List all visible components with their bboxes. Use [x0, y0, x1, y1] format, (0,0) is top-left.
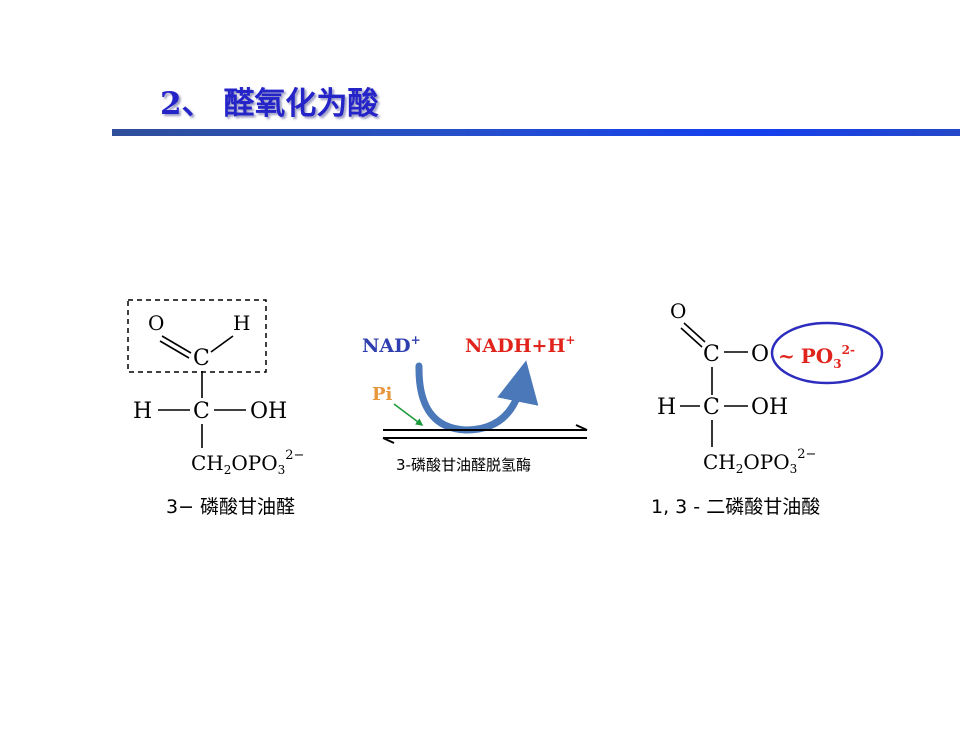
product-name: 1, 3 - 二磷酸甘油酸 [651, 496, 820, 518]
product-carbon-1: C [703, 342, 720, 367]
product-oxygen-top: O [670, 299, 686, 323]
reactant-phosphate-group: CH2OPO32− [191, 448, 304, 477]
product-phosphate-group: CH2OPO32− [703, 447, 816, 476]
phosphate-highlight-ellipse [770, 321, 884, 385]
enzyme-name: 3-磷酸甘油醛脱氢酶 [396, 456, 531, 474]
page-title: 2、 醛氧化为酸 [160, 86, 379, 122]
high-energy-phosphate: ~PO32- [778, 343, 855, 371]
nad-label: NAD+ [362, 333, 421, 357]
reactant-structure: O H C H C OH CH2OPO32− 3− 磷酸甘油醛 [127, 299, 304, 518]
product-hydrogen-left: H [657, 395, 676, 420]
product-carbon-2: C [703, 395, 720, 420]
title-underline-bar [112, 129, 960, 136]
forward-arrowhead [575, 424, 588, 431]
aldehyde-group-box [127, 299, 267, 373]
reactant-hydrogen-left: H [133, 399, 152, 424]
reaction-center: NAD+ NADH+H+ Pi 3-磷酸甘油醛脱氢酶 [362, 333, 588, 474]
reactant-oxygen: O [148, 311, 164, 335]
pi-entry-arrow [393, 403, 424, 426]
reactant-hydroxyl: OH [250, 399, 287, 424]
reactant-carbon-1: C [193, 346, 210, 371]
product-structure: O C O ~PO32- H C OH CH2OPO32− 1, 3 - 二磷酸… [651, 299, 884, 518]
product-oxygen-ester: O [751, 342, 769, 367]
reactant-hydrogen-top: H [233, 311, 250, 335]
nadh-label: NADH+H+ [465, 333, 575, 357]
cofactor-curved-arrow [415, 360, 539, 434]
reactant-carbon-2: C [193, 399, 210, 424]
reverse-arrowhead [382, 437, 395, 444]
reactant-name: 3− 磷酸甘油醛 [166, 496, 295, 518]
pi-label: Pi [372, 384, 393, 405]
product-hydroxyl: OH [751, 395, 788, 420]
